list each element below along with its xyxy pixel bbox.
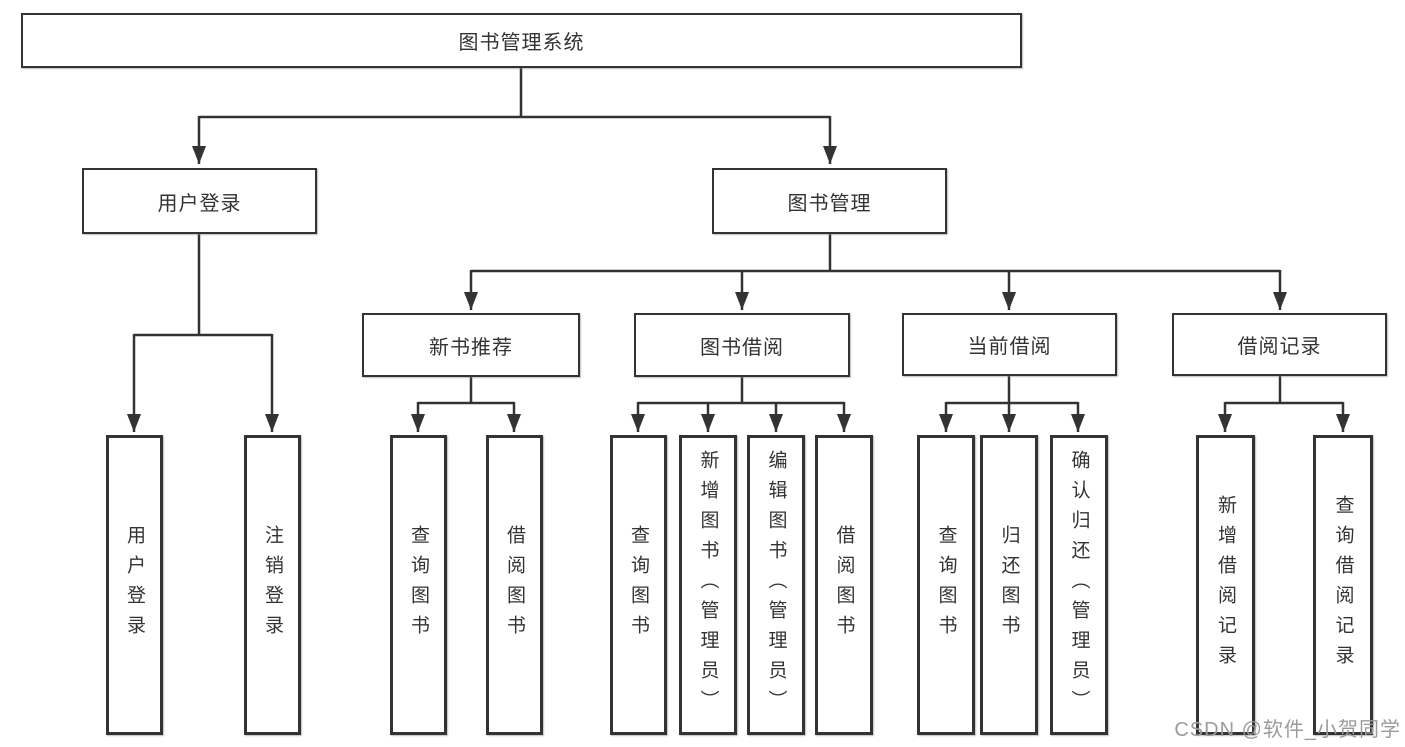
node-borrow-records: 借阅记录 [1172, 313, 1387, 376]
node-current-borrow: 当前借阅 [902, 313, 1117, 376]
leaf-add-borrow-record: 新增借阅记录 [1196, 435, 1255, 735]
leaf-logout: 注销登录 [244, 435, 301, 735]
node-new-book-recommend: 新书推荐 [362, 313, 580, 377]
leaf-return-books: 归还图书 [980, 435, 1038, 735]
leaf-edit-books-admin: 编辑图书（管理员） [747, 435, 805, 735]
watermark: CSDN @软件_小贺同学 [1174, 719, 1401, 741]
leaf-borrow-books-recommend: 借阅图书 [486, 435, 543, 735]
leaf-query-books-current: 查询图书 [917, 435, 975, 735]
node-root: 图书管理系统 [21, 13, 1022, 68]
leaf-user-login: 用户登录 [106, 435, 163, 735]
node-book-management: 图书管理 [712, 168, 947, 234]
node-book-borrow: 图书借阅 [634, 313, 850, 377]
leaf-borrow-books: 借阅图书 [815, 435, 873, 735]
leaf-query-borrow-record: 查询借阅记录 [1313, 435, 1373, 735]
leaf-add-books-admin: 新增图书（管理员） [679, 435, 737, 735]
node-user-login: 用户登录 [82, 168, 317, 234]
leaf-confirm-return-admin: 确认归还（管理员） [1050, 435, 1108, 735]
leaf-query-books-recommend: 查询图书 [390, 435, 447, 735]
leaf-query-books-borrow: 查询图书 [610, 435, 667, 735]
